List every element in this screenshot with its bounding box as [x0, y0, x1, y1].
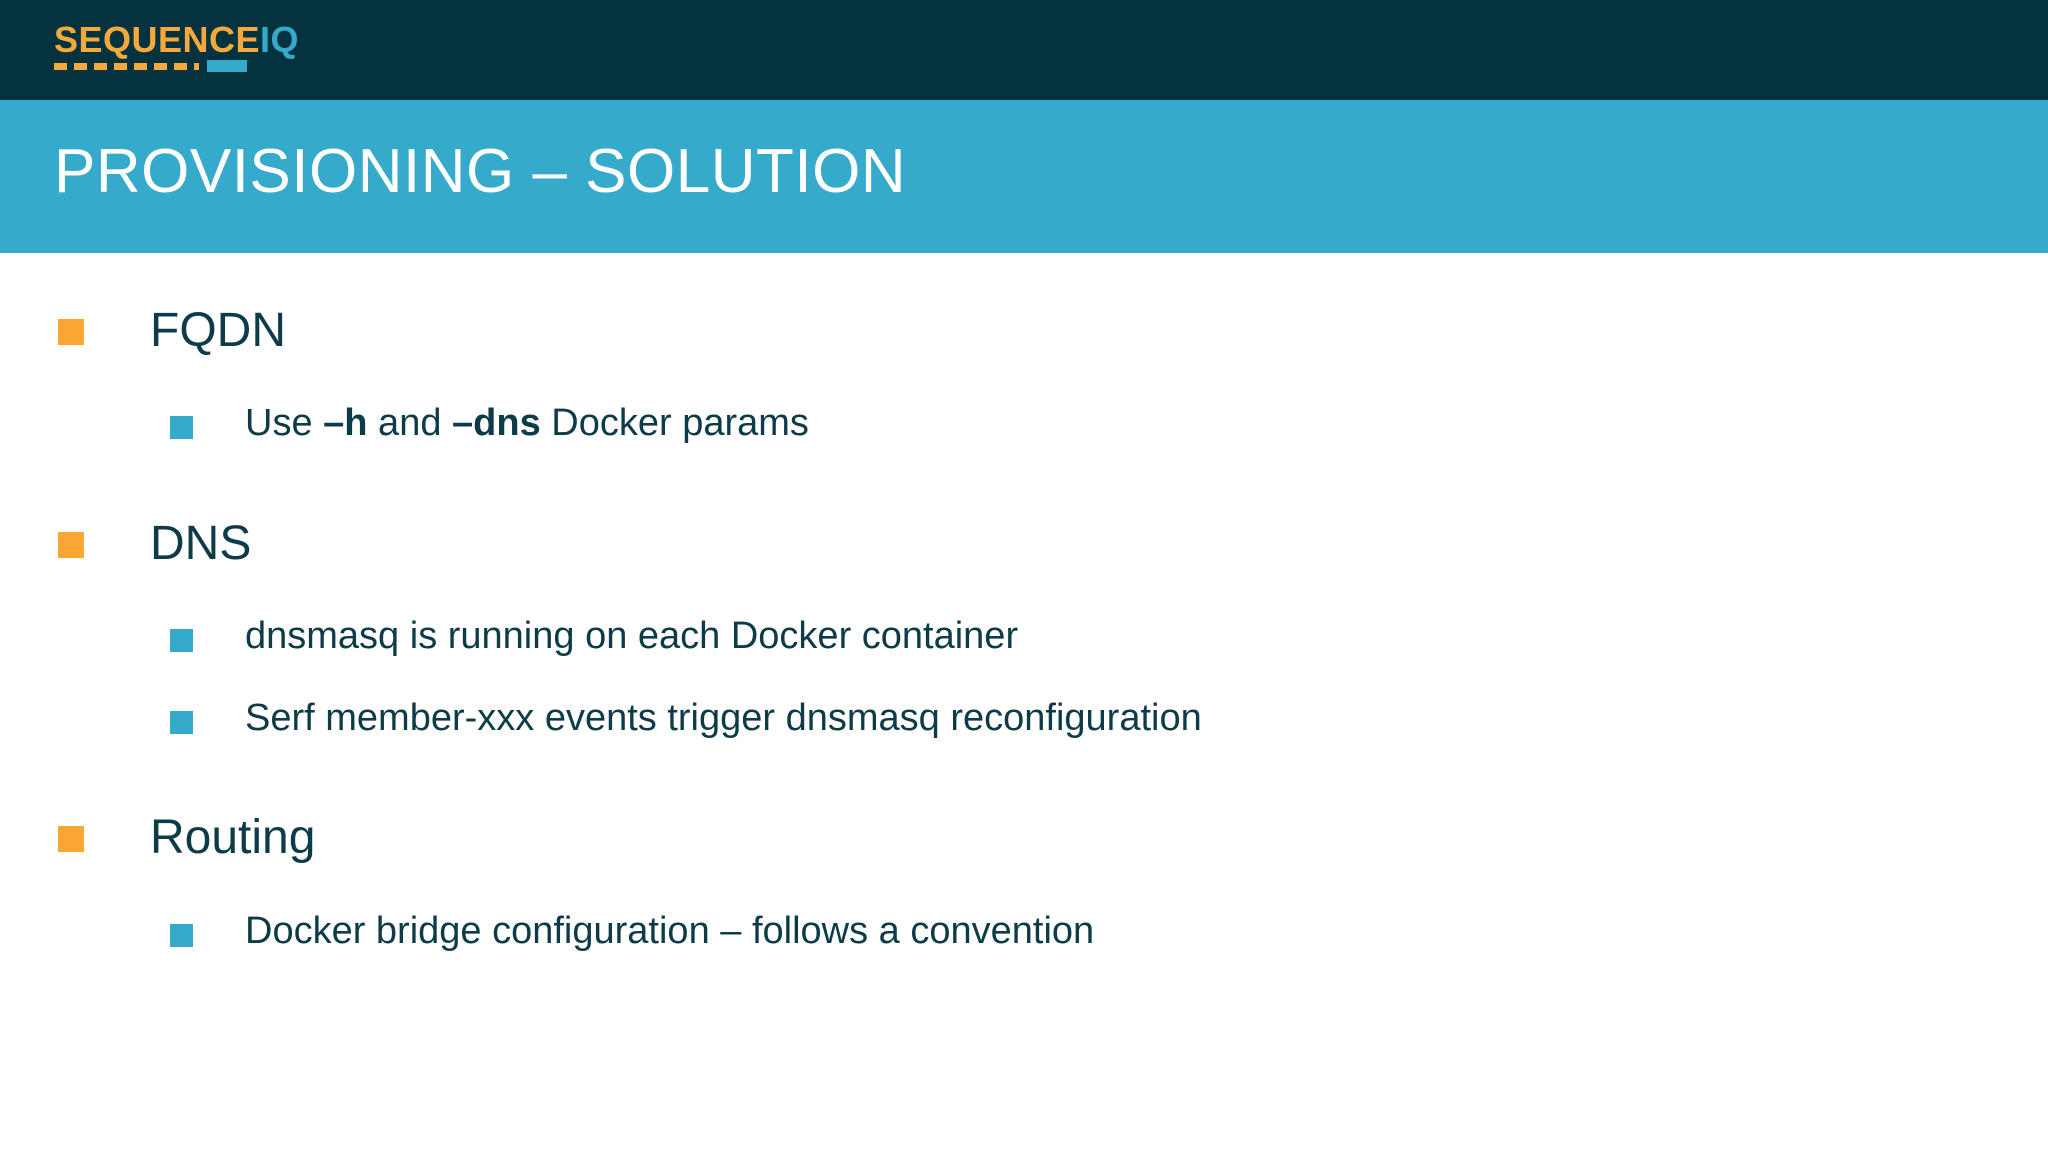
square-bullet-orange-icon: [58, 826, 84, 853]
logo-wordmark: SEQUENCE IQ: [54, 19, 299, 60]
bullet-level2-label: Docker bridge configuration – follows a …: [245, 909, 1095, 952]
slide-body: FQDN Use –h and –dns Docker params DNS d…: [0, 253, 2048, 1154]
brand-header-band: SEQUENCE IQ: [0, 0, 2048, 100]
sequenceiq-logo: SEQUENCE IQ: [54, 19, 299, 78]
bullet-level2-label: Use –h and –dns Docker params: [245, 402, 809, 445]
square-bullet-teal-icon: [170, 923, 193, 947]
title-band: PROVISIONING – SOLUTION: [0, 100, 2048, 253]
logo-text-iq: IQ: [260, 19, 300, 60]
square-bullet-teal-icon: [170, 416, 193, 440]
bullet-item-level1: Routing: [0, 810, 2048, 865]
logo-teal-bar-icon: [207, 60, 247, 72]
bullet-item-level2: Use –h and –dns Docker params: [0, 402, 2048, 446]
bullet-item-level2: dnsmasq is running on each Docker contai…: [0, 615, 2048, 659]
bullet-level1-label: Routing: [150, 811, 316, 865]
square-bullet-teal-icon: [170, 629, 193, 653]
bullet-item-level1: DNS: [0, 516, 2048, 571]
bullet-level2-label: dnsmasq is running on each Docker contai…: [245, 615, 1019, 658]
bullet-group-fqdn: FQDN Use –h and –dns Docker params: [0, 253, 2048, 446]
logo-text-sequence: SEQUENCE: [54, 19, 261, 60]
bullet-level1-label: DNS: [150, 516, 252, 570]
bullet-level2-label: Serf member-xxx events trigger dnsmasq r…: [245, 696, 1202, 739]
square-bullet-orange-icon: [58, 319, 84, 345]
bullet-level1-label: FQDN: [150, 304, 286, 357]
bullet-item-level1: FQDN: [0, 303, 2048, 358]
square-bullet-orange-icon: [58, 531, 84, 558]
bullet-group-dns: DNS dnsmasq is running on each Docker co…: [0, 446, 2048, 741]
logo-underline-row: [54, 60, 274, 72]
bullet-item-level2: Serf member-xxx events trigger dnsmasq r…: [0, 697, 2048, 741]
square-bullet-teal-icon: [170, 710, 193, 734]
page-title: PROVISIONING – SOLUTION: [54, 137, 907, 206]
bullet-group-routing: Routing Docker bridge configuration – fo…: [0, 740, 2048, 953]
logo-dashed-underline-icon: [54, 63, 199, 70]
bullet-item-level2: Docker bridge configuration – follows a …: [0, 910, 2048, 954]
